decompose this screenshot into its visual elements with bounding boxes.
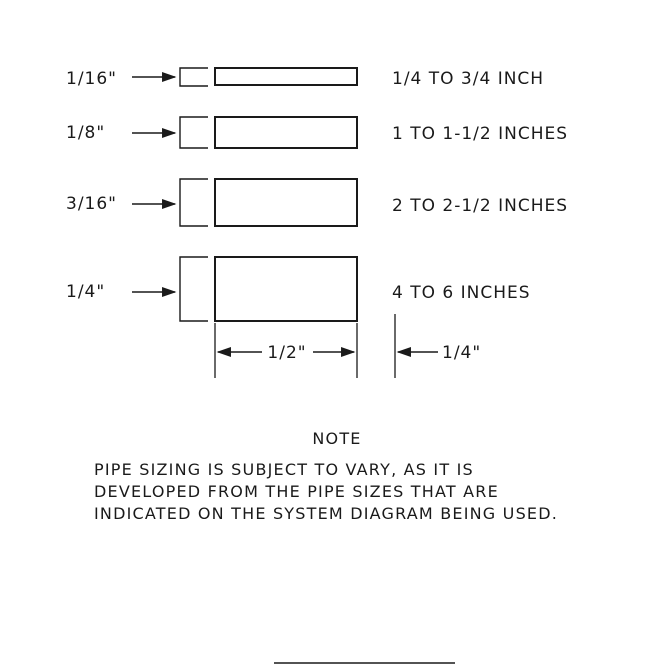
side-view-bracket-3 [179,178,208,227]
thickness-label-1: 1/16" [66,69,117,89]
section-rect-4 [214,256,358,322]
note-block: NOTE PIPE SIZING IS SUBJECT TO VARY, AS … [94,429,558,523]
note-line-1: PIPE SIZING IS SUBJECT TO VARY, AS IT IS [94,460,474,479]
width-dimension-label: 1/2" [267,343,306,363]
depth-dimension: 1/4" [394,314,481,378]
thickness-label-2: 1/8" [66,123,105,143]
note-line-3: INDICATED ON THE SYSTEM DIAGRAM BEING US… [94,504,558,523]
thickness-label-3: 3/16" [66,194,117,214]
size-row-3: 3/16" 2 TO 2-1/2 INCHES [66,178,568,227]
pipe-range-label-1: 1/4 TO 3/4 INCH [392,69,544,89]
depth-dimension-label: 1/4" [442,343,481,363]
thickness-label-4: 1/4" [66,282,105,302]
size-row-1: 1/16" 1/4 TO 3/4 INCH [66,67,544,89]
section-rect-3 [214,178,358,227]
width-dimension: 1/2" [214,323,358,378]
side-view-bracket-2 [179,116,208,149]
side-view-bracket-4 [179,256,208,322]
pipe-range-label-3: 2 TO 2-1/2 INCHES [392,196,568,216]
note-line-2: DEVELOPED FROM THE PIPE SIZES THAT ARE [94,482,499,501]
pipe-range-label-4: 4 TO 6 INCHES [392,283,531,303]
size-row-2: 1/8" 1 TO 1-1/2 INCHES [66,116,568,149]
side-view-bracket-1 [179,67,208,87]
pipe-range-label-2: 1 TO 1-1/2 INCHES [392,124,568,144]
size-row-4: 1/4" 4 TO 6 INCHES [66,256,531,322]
section-rect-2 [214,116,358,149]
note-heading: NOTE [312,429,361,448]
section-rect-1 [214,67,358,86]
